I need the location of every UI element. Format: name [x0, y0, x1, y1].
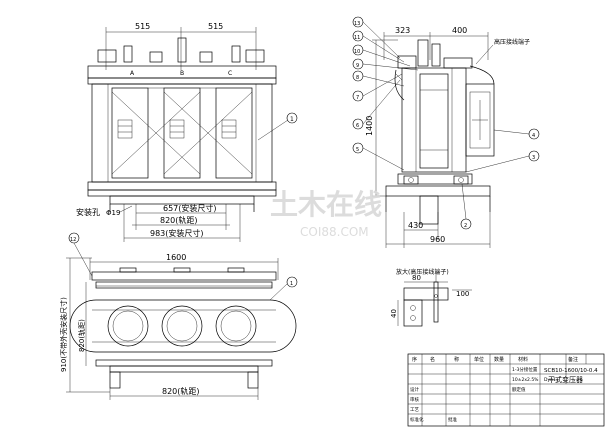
col-label-0: 序: [412, 356, 417, 363]
row-label-2: 工艺: [410, 407, 419, 413]
spec-line-1: 1-3分接位置: [512, 366, 538, 373]
dim-1400: 1400: [365, 116, 374, 136]
dim-820-bottom: 820(轨距): [162, 386, 200, 396]
side-balloons: 13 11 10 9 8 7 6 5: [352, 16, 419, 171]
balloon-1-plan: 1: [290, 281, 293, 287]
mounting-hole-dia: Φ19: [106, 209, 120, 217]
row-label-0: 设计: [410, 386, 419, 393]
col-label-2: 称: [454, 356, 459, 363]
dim-515-left: 515: [135, 22, 150, 31]
dim-657: 657(安装尺寸): [163, 203, 217, 213]
front-view: 515 515 A B C: [76, 22, 298, 242]
hv-terminal-label: 高压接线端子: [494, 38, 530, 46]
side-view: 323 400 高压接线端子: [352, 16, 540, 327]
dim-430: 430: [408, 221, 423, 230]
mounting-hole-label: 安装孔: [76, 207, 100, 217]
col-label-5: 材料: [518, 356, 528, 363]
balloon-2: 2: [464, 223, 467, 229]
terminal-detail-label: 放大(高压接线端子): [396, 268, 449, 276]
row-label-3: 标准化: [410, 416, 424, 423]
col-label-1: 名: [430, 356, 435, 363]
balloon-9: 9: [356, 63, 359, 69]
dim-983: 983(安装尺寸): [150, 228, 204, 238]
col-label-3: 单位: [474, 356, 484, 363]
dim-400: 400: [452, 26, 467, 35]
svg-text:A: A: [130, 70, 135, 77]
title-model: SCB10-1600/10-0.4: [544, 368, 598, 374]
row-label-4: 批准: [448, 416, 457, 423]
balloon-1-front: 1: [290, 116, 294, 123]
balloon-4: 4: [532, 133, 535, 139]
col-label-6: 备注: [568, 356, 578, 363]
balloon-11: 11: [354, 35, 360, 41]
spec-line-4: 额定值: [512, 386, 526, 393]
svg-text:C: C: [228, 70, 232, 77]
dim-820-vertical: 820(轨距): [77, 319, 86, 352]
dim-820: 820(轨距): [160, 215, 198, 225]
detail-dim-40: 40: [390, 309, 398, 318]
row-label-1: 审核: [410, 396, 419, 403]
dim-1600: 1600: [166, 253, 186, 262]
balloon-5: 5: [356, 147, 359, 153]
watermark-sub: COI88.COM: [300, 225, 369, 239]
dim-515-right: 515: [208, 22, 223, 31]
watermark: 土木在线 COI88.COM: [270, 188, 382, 239]
balloon-13: 13: [354, 21, 360, 27]
svg-text:B: B: [180, 70, 184, 77]
balloon-10: 10: [354, 49, 360, 55]
detail-dim-100: 100: [456, 290, 469, 298]
detail-dim-80: 80: [412, 274, 421, 282]
balloon-6: 6: [356, 123, 359, 129]
dim-960: 960: [430, 235, 445, 244]
title-name: 干式变压器: [548, 375, 583, 384]
balloon-7: 7: [356, 95, 359, 101]
balloon-8: 8: [356, 75, 359, 81]
dim-910: 910(不带外壳安装尺寸): [59, 297, 68, 372]
balloon-3: 3: [532, 155, 535, 161]
spec-line-3: Dyn11: [544, 377, 559, 383]
balloon-12: 12: [70, 237, 76, 243]
title-block: 序 名 称 单位 数量 材料 备注 1-3分接位置 10±2x2.5% Dyn1…: [407, 353, 605, 427]
dim-323: 323: [395, 26, 410, 35]
spec-line-2: 10±2x2.5%: [512, 377, 539, 383]
watermark-main: 土木在线: [270, 188, 382, 221]
col-label-4: 数量: [494, 356, 504, 363]
plan-view: 1600 910(不带外壳安装尺寸) 820(轨距) 8: [59, 232, 298, 400]
